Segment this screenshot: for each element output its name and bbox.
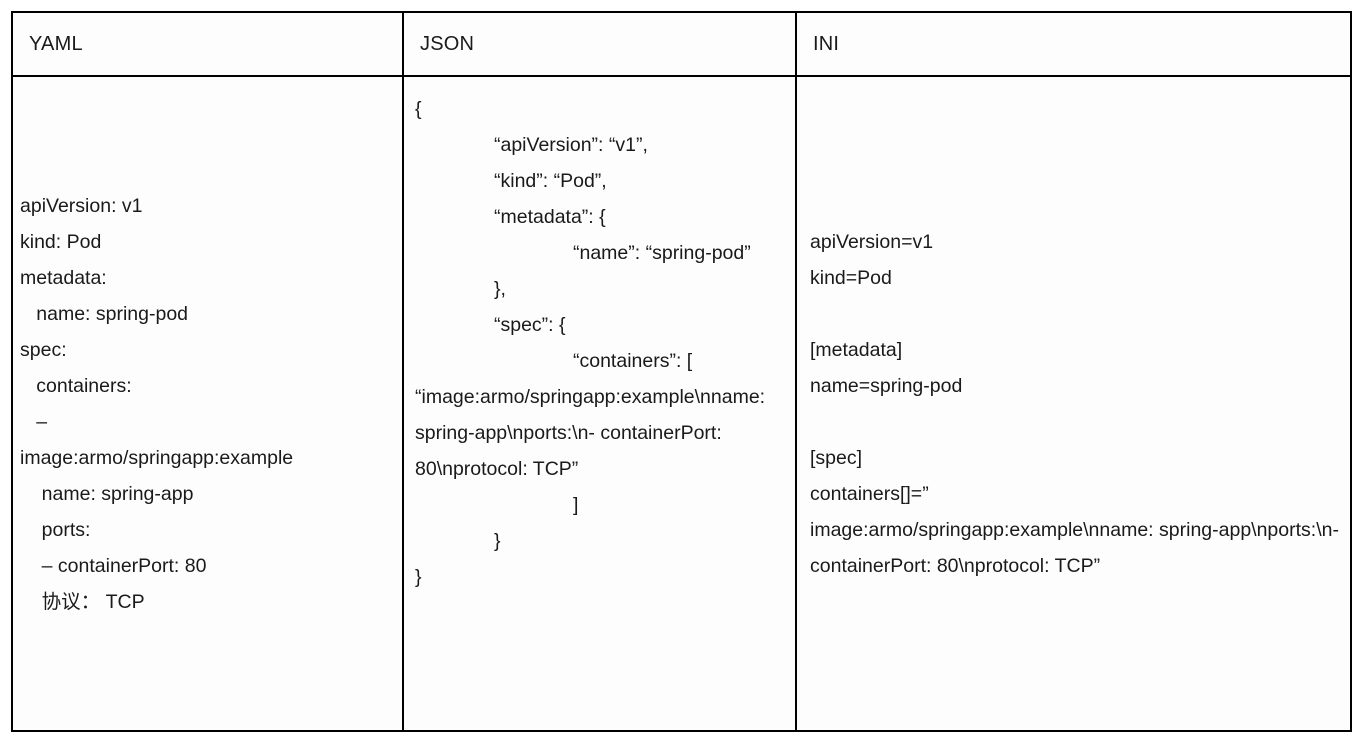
code-line: [spec] [810,446,863,469]
code-line [810,296,1340,332]
code-line: metadata: [20,266,107,289]
code-line: 协议： TCP [20,590,145,613]
code-line: “kind”: “Pod”, [494,170,607,192]
code-line: [metadata] [810,338,903,361]
table-header-row-group: YAML JSON INI [11,11,1352,77]
code-line: kind: Pod [20,230,102,253]
code-line: “image:armo/springapp:example\nname: spr… [415,386,771,480]
code-line: apiVersion: v1 [20,194,143,217]
code-line: “spec”: { [494,314,566,336]
column-header-json-label: JSON [420,33,475,55]
code-line: ports: [20,518,91,541]
code-line: } [415,566,422,588]
code-line: containers[]=” [810,482,929,505]
code-line: name: spring-app [20,482,194,505]
code-line: kind=Pod [810,266,892,289]
cell-ini-content: apiVersion=v1 kind=Pod [metadata] name=spr… [795,75,1352,732]
config-format-comparison-table: YAML JSON INI apiVersion: v1 kind: Pod met… [11,11,1352,732]
code-line: image:armo/springapp:example\nname: spri… [810,518,1345,577]
yaml-code-block: apiVersion: v1 kind: Pod metadata: name: s… [13,188,402,620]
column-header-yaml: YAML [11,11,404,77]
code-line: “apiVersion”: “v1”, [494,134,648,156]
code-line: } [494,530,501,552]
code-line: spec: [20,338,67,361]
code-line: – containerPort: 80 [20,554,207,577]
column-header-json: JSON [402,11,797,77]
code-line: }, [494,278,506,300]
column-header-ini-label: INI [813,33,840,55]
code-line: apiVersion=v1 [810,230,934,253]
code-line: name: spring-pod [20,302,189,325]
code-line: { [415,98,422,120]
json-code-block: { “apiVersion”: “v1”, “kind”: “Pod”, “metad… [404,77,795,595]
code-line: – [20,410,48,433]
code-line: containers: [20,374,132,397]
code-line: name=spring-pod [810,374,963,397]
code-line: ] [573,494,579,516]
code-line: image:armo/springapp:example [20,446,294,469]
code-line: “name”: “spring-pod” [573,242,751,264]
table-body-row-group: apiVersion: v1 kind: Pod metadata: name: s… [11,75,1352,732]
column-header-ini: INI [795,11,1352,77]
table-header-row: YAML JSON INI [11,11,1352,77]
table-content-row: apiVersion: v1 kind: Pod metadata: name: s… [11,75,1352,732]
code-line [810,404,1340,440]
code-line: “containers”: [ [573,350,693,372]
code-line: “metadata”: { [494,206,606,228]
column-header-yaml-label: YAML [29,33,83,55]
ini-code-block: apiVersion=v1 kind=Pod [metadata] name=spr… [797,224,1350,584]
cell-yaml-content: apiVersion: v1 kind: Pod metadata: name: s… [11,75,404,732]
cell-json-content: { “apiVersion”: “v1”, “kind”: “Pod”, “metad… [402,75,797,732]
